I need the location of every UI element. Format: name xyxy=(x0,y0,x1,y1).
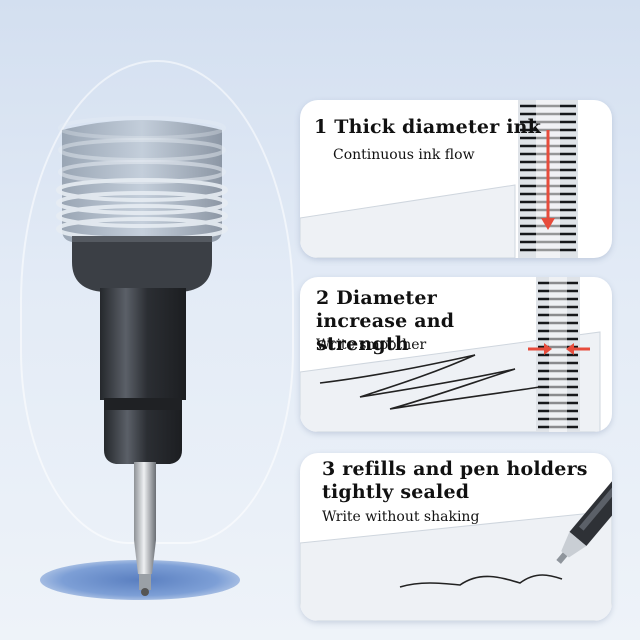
feature-title: 2 Diameter increase and strength xyxy=(316,287,455,355)
pen-tip-closeup xyxy=(56,116,228,596)
refill-tube-illustration xyxy=(300,100,578,258)
scribble-illustration xyxy=(300,277,601,432)
feature-subtitle: Continuous ink flow xyxy=(333,147,475,163)
feature-card-1: 1 Thick diameter ink Continuous ink flow xyxy=(300,100,612,258)
feature-subtitle: Write smoother xyxy=(316,337,427,353)
feature-card-3: 3 refills and pen holders tightly sealed… xyxy=(300,453,612,621)
pen-writing-illustration xyxy=(300,462,612,621)
feature-title: 1 Thick diameter ink xyxy=(314,116,542,138)
feature-subtitle: Write without shaking xyxy=(322,509,480,525)
background-halo xyxy=(20,60,294,544)
feature-title: 3 refills and pen holders tightly sealed xyxy=(322,458,588,503)
feature-card-2: 2 Diameter increase and strength Write s… xyxy=(300,277,612,432)
